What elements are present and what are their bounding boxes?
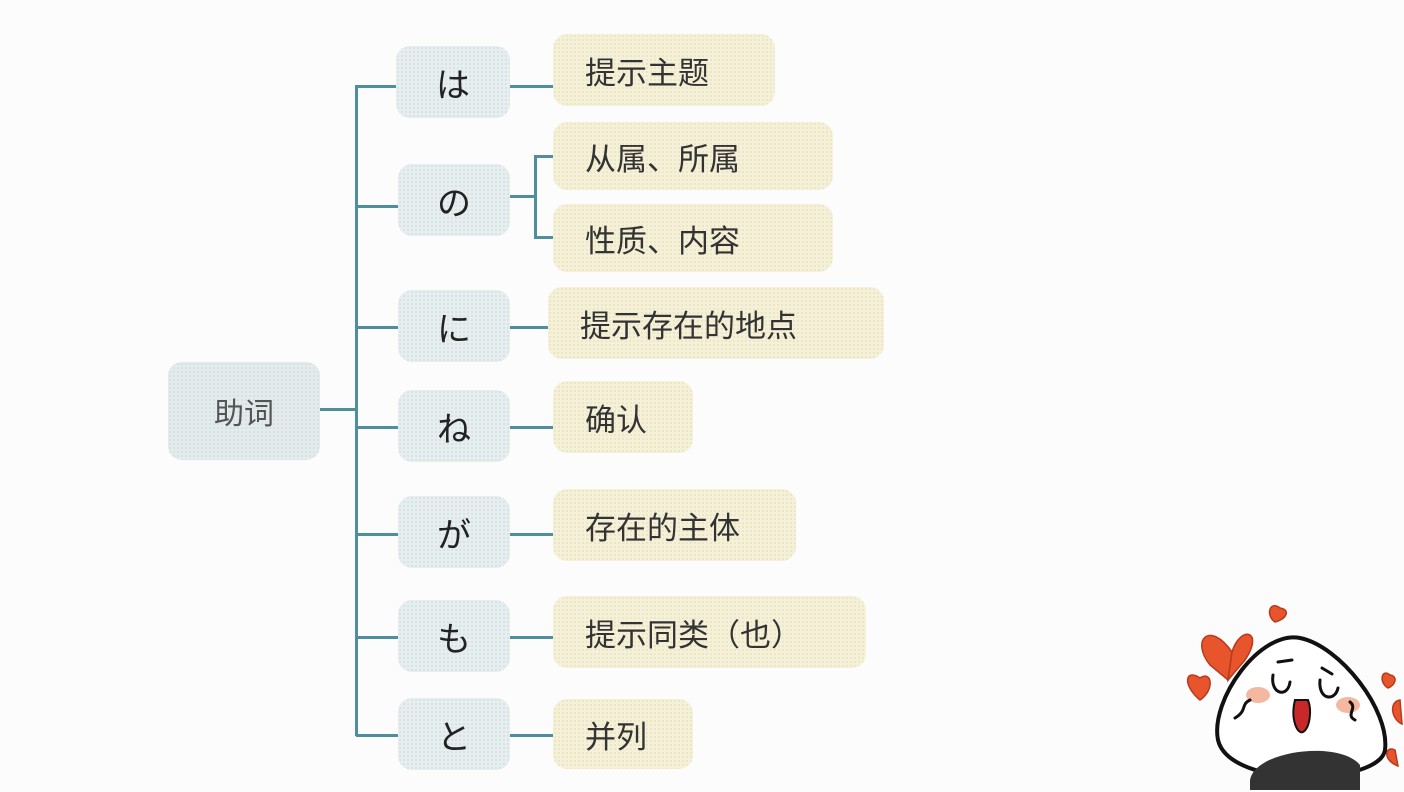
particle-node-ne: ね [398, 390, 510, 462]
root-node: 助词 [168, 362, 320, 460]
meaning-node: 提示同类（也） [553, 596, 866, 668]
onigiri-mascot-icon [1186, 605, 1403, 790]
meaning-node: 确认 [553, 381, 693, 453]
trunk-line [355, 85, 358, 736]
particle-node-wa: は [396, 46, 510, 118]
branch-line [356, 533, 398, 536]
leaf-line [510, 326, 550, 329]
meaning-node: 并列 [553, 699, 693, 769]
leaf-line [510, 533, 553, 536]
particle-node-ni: に [398, 290, 510, 362]
leaf-line [510, 636, 553, 639]
particle-node-to: と [398, 698, 510, 770]
branch-line [356, 205, 398, 208]
particle-node-ga: が [398, 496, 510, 568]
leaf-line [510, 85, 553, 88]
particle-node-no: の [398, 164, 510, 236]
leaf-line [510, 195, 535, 198]
meaning-node: 提示存在的地点 [548, 287, 884, 359]
branch-line [356, 326, 398, 329]
leaf-line [534, 155, 553, 158]
meaning-node: 从属、所属 [553, 122, 833, 190]
root-connector [320, 408, 356, 411]
branch-line [356, 734, 398, 737]
leaf-line [510, 426, 553, 429]
particle-node-mo: も [398, 600, 510, 672]
leaf-line [534, 236, 553, 239]
meaning-node: 性质、内容 [553, 204, 833, 272]
leaf-fork [534, 155, 537, 238]
branch-line [356, 85, 398, 88]
meaning-node: 提示主题 [553, 34, 775, 106]
leaf-line [510, 734, 553, 737]
branch-line [356, 636, 398, 639]
branch-line [356, 426, 398, 429]
meaning-node: 存在的主体 [553, 489, 796, 561]
